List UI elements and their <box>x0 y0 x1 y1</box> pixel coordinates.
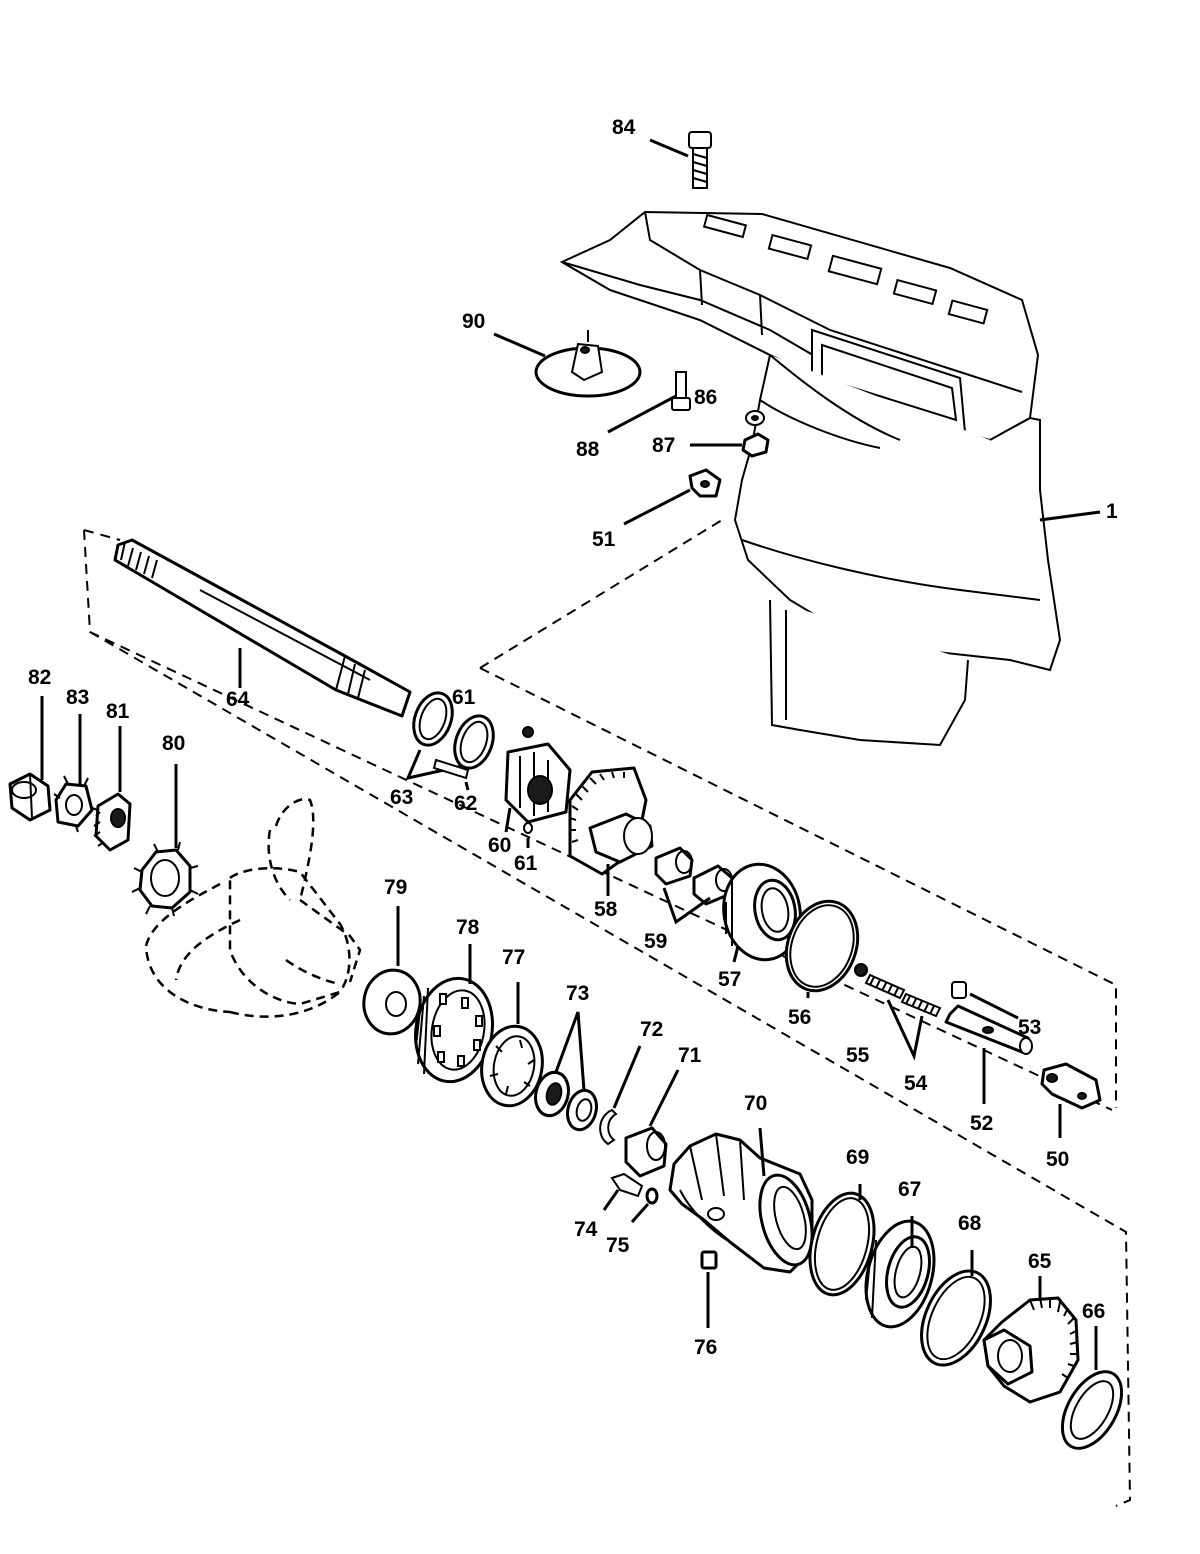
part-53-pin <box>951 981 1019 1020</box>
part-75-washer <box>630 1187 659 1223</box>
part-58-gear <box>568 766 654 896</box>
callout-58: 58 <box>594 898 618 921</box>
propeller-outline <box>144 797 362 1018</box>
callout-55: 55 <box>846 1044 870 1067</box>
callout-56: 56 <box>788 1006 811 1029</box>
callout-73: 73 <box>566 982 589 1005</box>
part-73-seals <box>534 1011 598 1132</box>
callout-70: 70 <box>744 1092 767 1115</box>
callout-54: 54 <box>904 1072 928 1095</box>
part-71-bearing <box>624 1069 680 1178</box>
part-76-key <box>700 1250 718 1328</box>
part-87-nut <box>690 432 770 458</box>
callout-74: 74 <box>574 1218 598 1241</box>
part-64-propeller-shaft <box>113 538 412 718</box>
part-63-rings <box>405 691 495 781</box>
callout-60: 60 <box>488 834 511 857</box>
part-86-washer <box>745 410 765 426</box>
part-74-screw <box>602 1172 644 1211</box>
callout-77: 77 <box>502 946 525 969</box>
callout-61-top: 61 <box>452 686 476 709</box>
callout-labels: 1 50 51 52 53 54 55 56 57 58 59 60 61 61… <box>28 116 1118 1359</box>
part-79-washer <box>362 906 422 1036</box>
callout-63: 63 <box>390 786 413 809</box>
callout-75: 75 <box>606 1234 630 1257</box>
callout-80: 80 <box>162 732 185 755</box>
callout-83: 83 <box>66 686 89 709</box>
callout-72: 72 <box>640 1018 663 1041</box>
part-77-retainer <box>480 982 544 1108</box>
callout-69: 69 <box>846 1146 869 1169</box>
callout-61-bottom: 61 <box>514 852 538 875</box>
callout-79: 79 <box>384 876 407 899</box>
part-67-bearing <box>864 1216 936 1329</box>
callout-59: 59 <box>644 930 667 953</box>
part-81-thrust-hub <box>93 726 132 852</box>
part-54-springs <box>864 973 942 1061</box>
callout-71: 71 <box>678 1044 702 1067</box>
callout-50: 50 <box>1046 1148 1069 1171</box>
callout-84: 84 <box>612 116 636 139</box>
part-57-bearing <box>722 862 802 963</box>
part-65-gear <box>982 1276 1080 1404</box>
callout-57: 57 <box>718 968 741 991</box>
callout-88: 88 <box>576 438 600 461</box>
part-61-detent <box>522 726 534 848</box>
part-90-anode <box>493 330 642 398</box>
callout-67: 67 <box>898 1178 921 1201</box>
part-78-bearing <box>414 944 494 1084</box>
callout-62: 62 <box>454 792 477 815</box>
part-51-anode <box>623 468 722 526</box>
part-50-cam <box>1040 1062 1102 1138</box>
callout-53: 53 <box>1018 1016 1041 1039</box>
callout-64: 64 <box>226 688 250 711</box>
callout-52: 52 <box>970 1112 993 1135</box>
part-84-bolt <box>649 131 712 189</box>
part-59-bearings <box>654 846 734 925</box>
part-82-nut <box>8 696 52 822</box>
part-88-screw <box>607 371 691 434</box>
callout-82: 82 <box>28 666 51 689</box>
callout-1: 1 <box>1106 500 1118 523</box>
part-52-shaft <box>944 1004 1033 1104</box>
callout-68: 68 <box>958 1212 982 1235</box>
callout-51: 51 <box>592 528 616 551</box>
part-55-ball <box>854 963 868 977</box>
callout-78: 78 <box>456 916 480 939</box>
callout-87: 87 <box>652 434 675 457</box>
part-60-clutch <box>504 742 572 833</box>
part-72-snap-ring <box>599 1045 642 1146</box>
part-80-retainer <box>131 764 199 917</box>
part-56-o-ring <box>784 899 860 998</box>
part-69-o-ring <box>808 1184 876 1297</box>
part-70-carrier <box>668 1127 814 1274</box>
callout-90: 90 <box>462 310 485 333</box>
callout-66: 66 <box>1082 1300 1105 1323</box>
gearcase-housing <box>559 210 1101 747</box>
part-66-washer <box>1060 1326 1124 1450</box>
part-68-shim <box>920 1250 992 1367</box>
part-62-pin <box>432 758 470 791</box>
callout-65: 65 <box>1028 1250 1052 1273</box>
callout-86: 86 <box>694 386 717 409</box>
callout-81: 81 <box>106 700 130 723</box>
part-83-tab-washer <box>53 714 99 833</box>
callout-76: 76 <box>694 1336 717 1359</box>
